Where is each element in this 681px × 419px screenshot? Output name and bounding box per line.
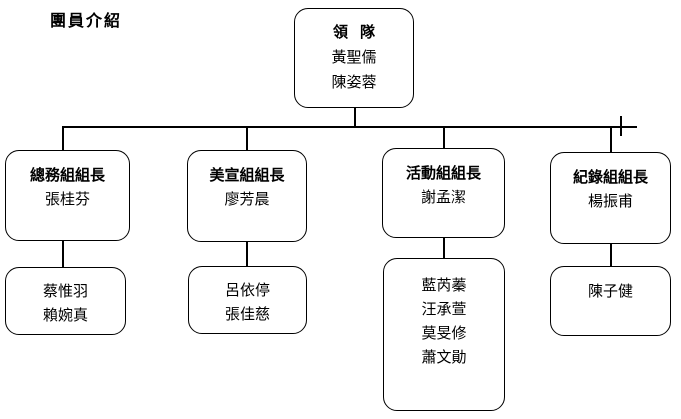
member-name: 呂依停 (224, 281, 270, 299)
member-connector-1 (62, 240, 64, 268)
team-box-art-design: 美宣組組長 廖芳晨 (187, 150, 307, 242)
member-box-general-affairs: 蔡惟羽 賴婉真 (5, 267, 126, 335)
member-name: 蕭文勛 (421, 348, 467, 366)
leader-role: 領隊 (332, 23, 387, 41)
team-connector-4 (610, 126, 612, 153)
member-name: 賴婉真 (42, 306, 88, 324)
page-title: 團員介紹 (50, 11, 123, 30)
team-box-general-affairs: 總務組組長 張桂芬 (5, 150, 130, 241)
team-connector-3 (443, 126, 445, 149)
member-connector-4 (610, 243, 612, 267)
member-box-records: 陳子健 (550, 266, 671, 336)
member-connector-2 (246, 241, 248, 267)
leader-box: 領隊 黃聖儒 陳姿蓉 (294, 8, 414, 108)
member-name: 陳子健 (587, 282, 633, 300)
team-role: 美宣組組長 (209, 166, 285, 184)
member-name: 蔡惟羽 (42, 282, 88, 300)
team-role: 總務組組長 (29, 166, 105, 184)
member-name: 汪承萱 (421, 300, 467, 318)
leader-connector (354, 107, 356, 127)
connector-tick-right (620, 116, 622, 136)
horizontal-connector (62, 126, 637, 128)
team-box-activities: 活動組組長 謝孟潔 (382, 148, 505, 238)
member-box-activities: 藍芮蓁 汪承萱 莫旻修 蕭文勛 (383, 258, 505, 411)
team-connector-2 (246, 126, 248, 151)
member-box-art-design: 呂依停 張佳慈 (188, 266, 307, 334)
team-connector-1 (62, 126, 64, 151)
team-box-records: 紀錄組組長 楊振甫 (550, 152, 671, 244)
team-leader-name: 廖芳晨 (224, 190, 270, 208)
member-name: 張佳慈 (224, 305, 270, 323)
team-leader-name: 謝孟潔 (420, 188, 466, 206)
leader-names: 黃聖儒 陳姿蓉 (295, 45, 413, 95)
leader-name: 陳姿蓉 (331, 73, 377, 91)
team-leader-name: 楊振甫 (587, 192, 633, 210)
member-name: 藍芮蓁 (421, 276, 467, 294)
team-role: 紀錄組組長 (572, 168, 648, 186)
team-leader-name: 張桂芬 (44, 190, 90, 208)
member-connector-3 (443, 237, 445, 259)
team-role: 活動組組長 (405, 164, 481, 182)
member-name: 莫旻修 (421, 324, 467, 342)
leader-name: 黃聖儒 (331, 48, 377, 66)
